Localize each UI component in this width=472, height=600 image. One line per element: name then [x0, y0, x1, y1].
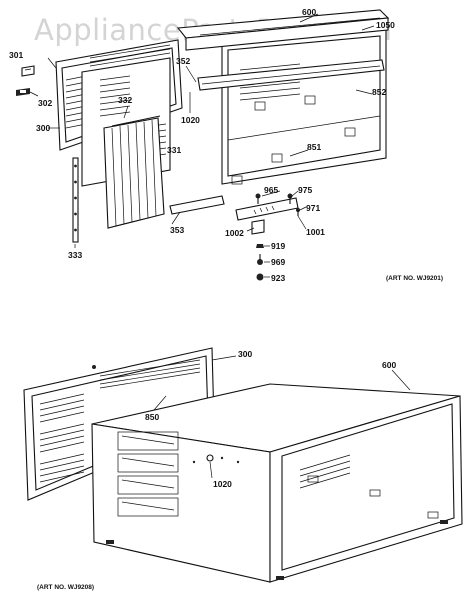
label-301: 301 — [9, 50, 23, 60]
bracket-301 — [21, 65, 35, 77]
label-965: 965 — [264, 185, 278, 195]
screw-965 — [255, 193, 261, 204]
label-975: 975 — [298, 185, 312, 195]
label-352: 352 — [176, 56, 190, 66]
upper-leader-lines — [29, 13, 375, 278]
screw-971 — [296, 208, 300, 216]
label-600-upper: 600 — [302, 7, 316, 17]
label-353: 353 — [170, 225, 184, 235]
upper-art-number: (ART NO. WJ9201) — [386, 275, 443, 282]
brace-353 — [169, 195, 225, 215]
label-1020-upper: 1020 — [181, 115, 200, 125]
label-332: 332 — [118, 95, 132, 105]
lower-assembled-view: 300 600 850 1020 (ART NO. WJ9208) — [23, 347, 463, 591]
washer-923 — [256, 273, 264, 281]
label-1020-lower: 1020 — [213, 479, 232, 489]
strip-333 — [72, 157, 79, 243]
nut-919 — [256, 244, 264, 248]
label-919: 919 — [271, 241, 285, 251]
cabinet-600 — [91, 383, 463, 583]
label-1002: 1002 — [225, 228, 244, 238]
label-600-lower: 600 — [382, 360, 396, 370]
brace-352 — [197, 59, 385, 91]
label-923: 923 — [271, 273, 285, 283]
label-300-upper: 300 — [36, 123, 50, 133]
label-1001: 1001 — [306, 227, 325, 237]
label-333: 333 — [68, 250, 82, 260]
label-300-lower: 300 — [238, 349, 252, 359]
clip-302 — [16, 88, 30, 96]
support-bracket-1001 — [235, 197, 299, 235]
label-1050: 1050 — [376, 20, 395, 30]
upper-exploded-view: 600 1050 301 302 300 352 332 1020 852 85… — [9, 7, 443, 283]
label-971: 971 — [306, 203, 320, 213]
filter-331 — [103, 115, 165, 229]
label-969: 969 — [271, 257, 285, 267]
label-850: 850 — [145, 412, 159, 422]
label-852: 852 — [372, 87, 386, 97]
label-331: 331 — [167, 145, 181, 155]
lower-art-number: (ART NO. WJ9208) — [37, 584, 94, 591]
cabinet-852 — [221, 27, 387, 185]
screw-969 — [257, 254, 263, 265]
label-851: 851 — [307, 142, 321, 152]
lower-leader-lines — [153, 355, 411, 479]
label-302: 302 — [38, 98, 52, 108]
screw-975 — [287, 193, 293, 204]
